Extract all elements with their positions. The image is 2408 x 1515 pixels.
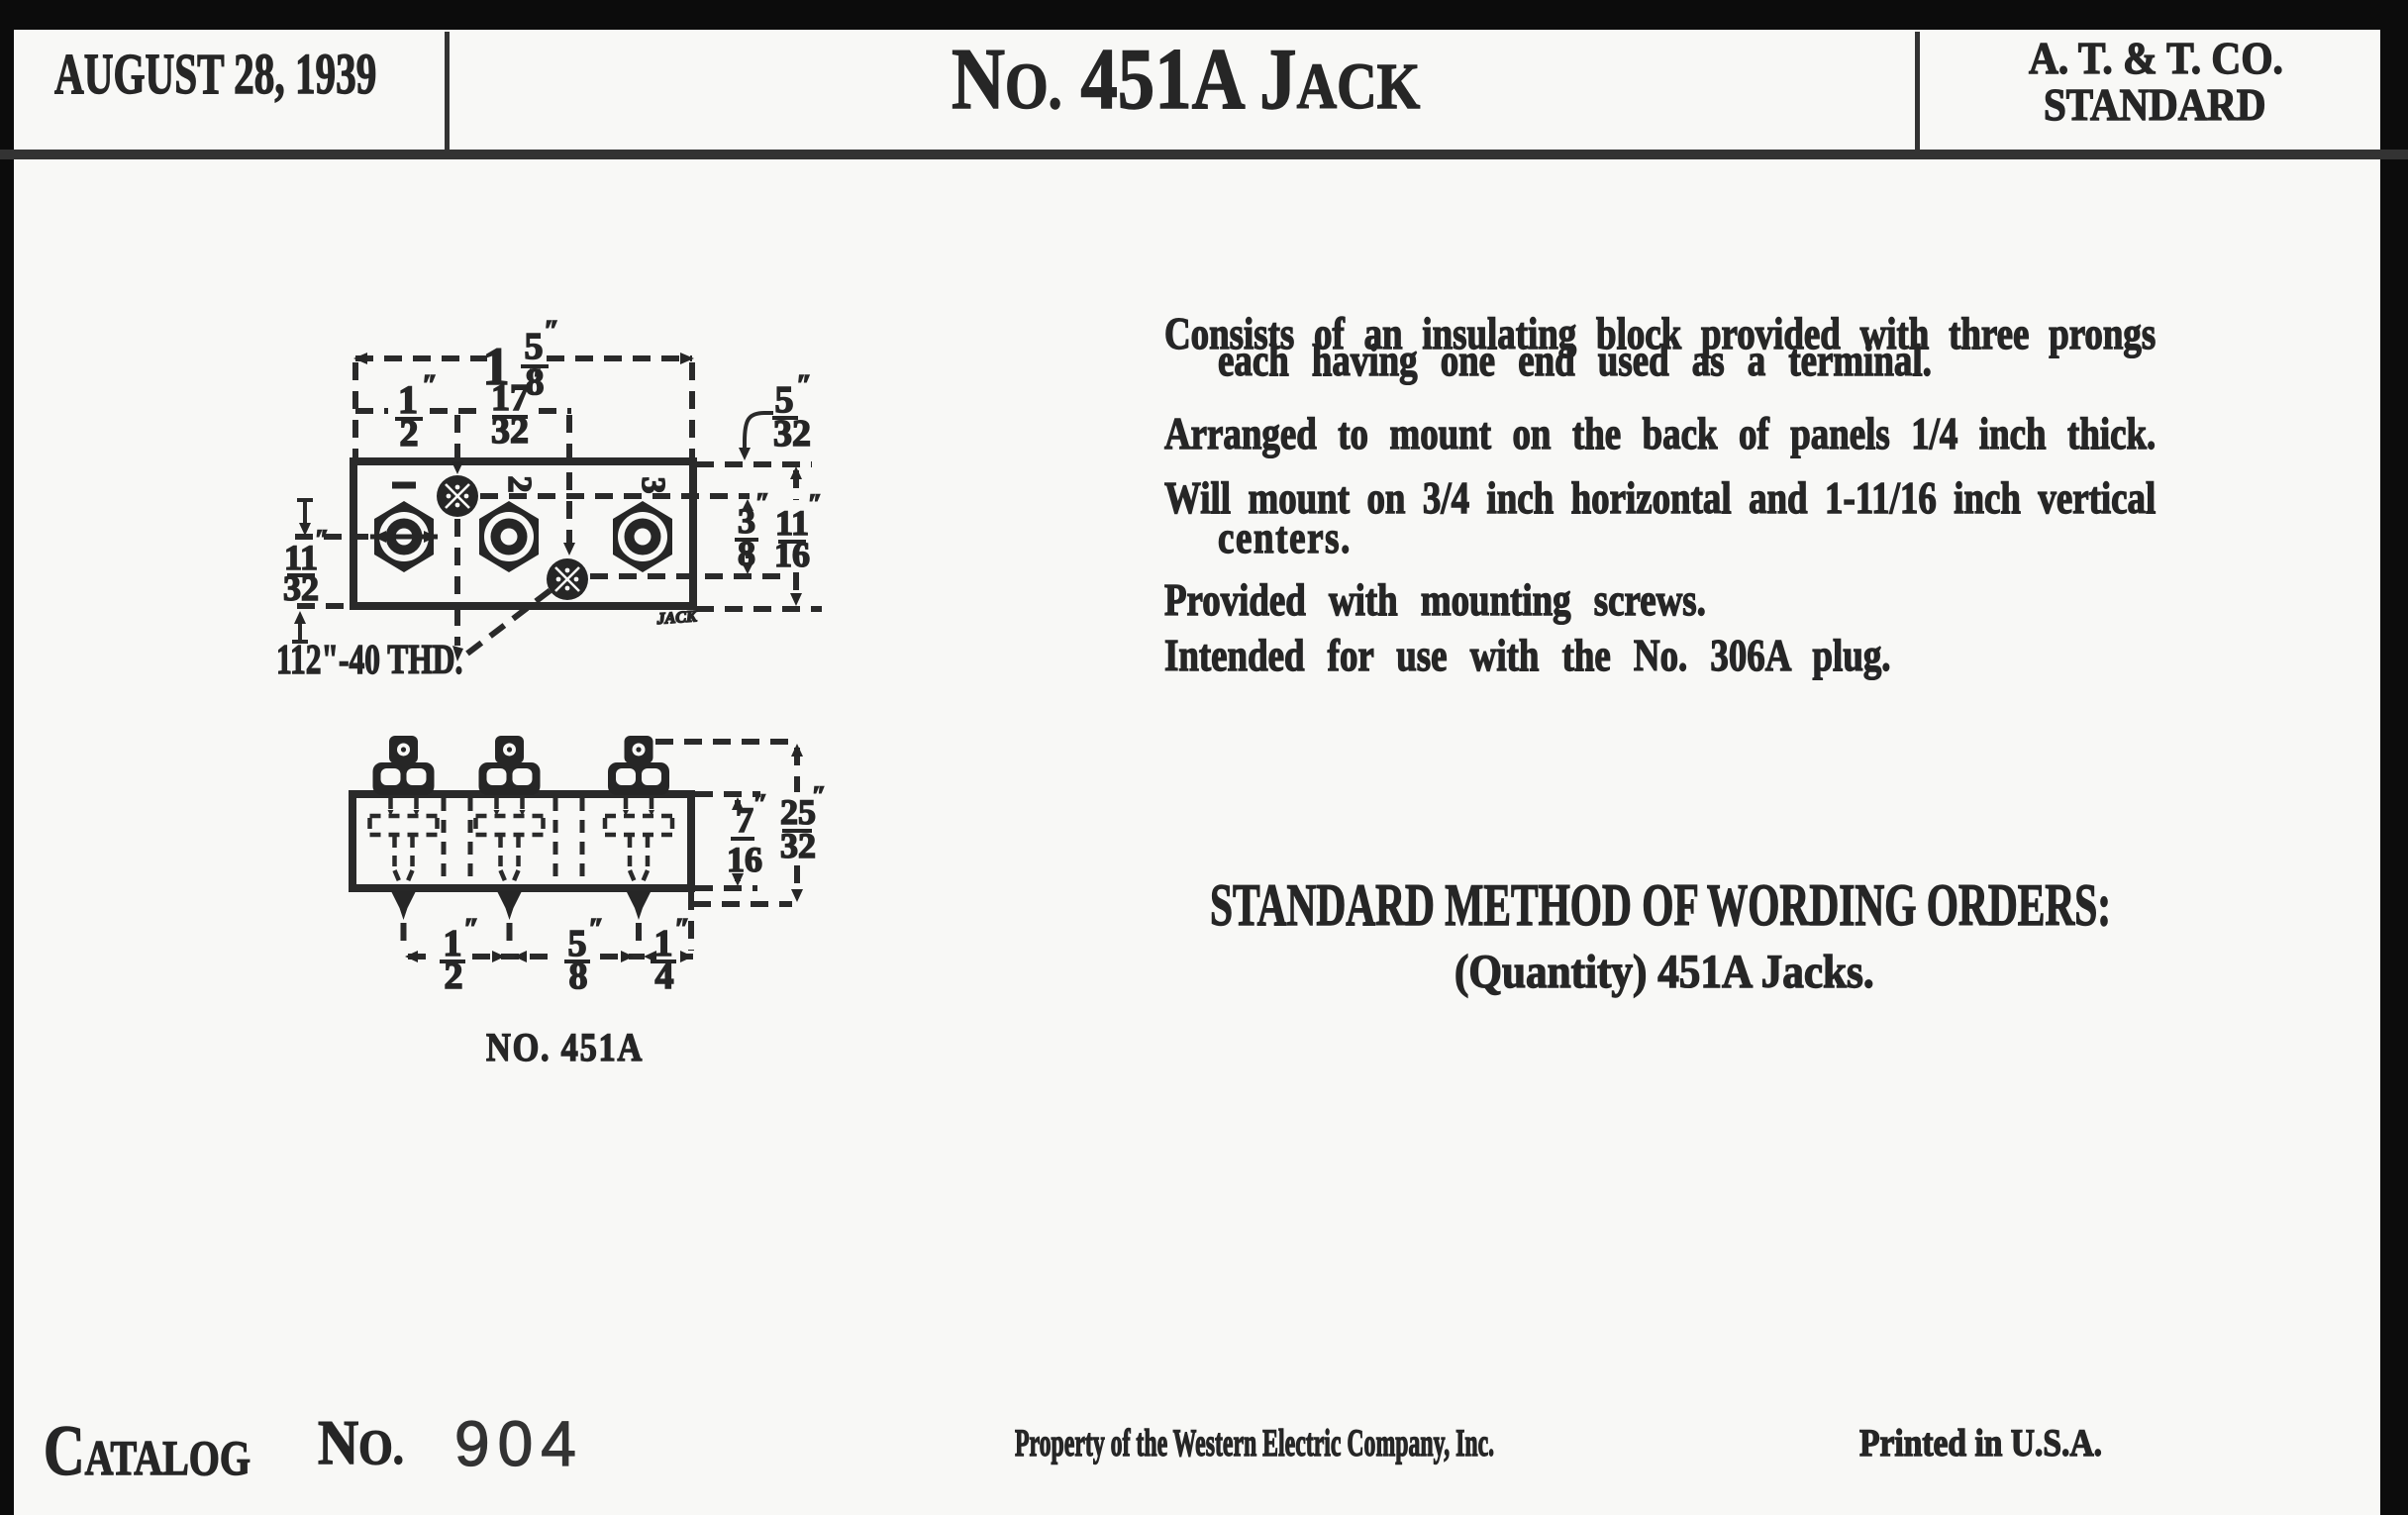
svg-text:″: ″ bbox=[527, 364, 542, 395]
svg-text:1: 1 bbox=[483, 337, 510, 396]
svg-text:3: 3 bbox=[738, 501, 755, 541]
svg-text:16: 16 bbox=[727, 840, 762, 879]
svg-text:″: ″ bbox=[588, 914, 603, 945]
svg-text:17: 17 bbox=[491, 377, 529, 419]
svg-text:8: 8 bbox=[569, 956, 588, 997]
svg-text:5: 5 bbox=[568, 923, 587, 964]
svg-text:11: 11 bbox=[284, 538, 318, 577]
svg-text:2: 2 bbox=[400, 413, 419, 454]
svg-text:2: 2 bbox=[445, 956, 463, 997]
svg-text:1: 1 bbox=[654, 923, 673, 964]
svg-text:25: 25 bbox=[780, 792, 816, 832]
svg-text:8: 8 bbox=[738, 534, 755, 573]
svg-text:8: 8 bbox=[526, 361, 545, 403]
svg-text:″: ″ bbox=[808, 489, 822, 518]
svg-text:″: ″ bbox=[544, 316, 558, 347]
svg-text:2: 2 bbox=[501, 476, 538, 493]
svg-text:″: ″ bbox=[812, 781, 826, 810]
svg-text:5: 5 bbox=[775, 379, 794, 421]
svg-text:″: ″ bbox=[796, 370, 811, 401]
svg-text:″: ″ bbox=[674, 914, 689, 945]
svg-text:4: 4 bbox=[655, 956, 674, 997]
svg-text:″: ″ bbox=[753, 789, 767, 818]
svg-text:″: ″ bbox=[755, 488, 769, 517]
svg-text:″: ″ bbox=[463, 914, 478, 945]
svg-text:11: 11 bbox=[775, 503, 809, 543]
svg-text:″: ″ bbox=[315, 525, 329, 554]
svg-text:1: 1 bbox=[444, 923, 462, 964]
svg-text:1: 1 bbox=[398, 377, 418, 422]
svg-text:5: 5 bbox=[525, 326, 544, 367]
svg-text:″: ″ bbox=[422, 370, 437, 401]
svg-text:3: 3 bbox=[635, 477, 671, 494]
svg-text:7: 7 bbox=[736, 800, 753, 840]
svg-text:JACK: JACK bbox=[655, 608, 698, 628]
